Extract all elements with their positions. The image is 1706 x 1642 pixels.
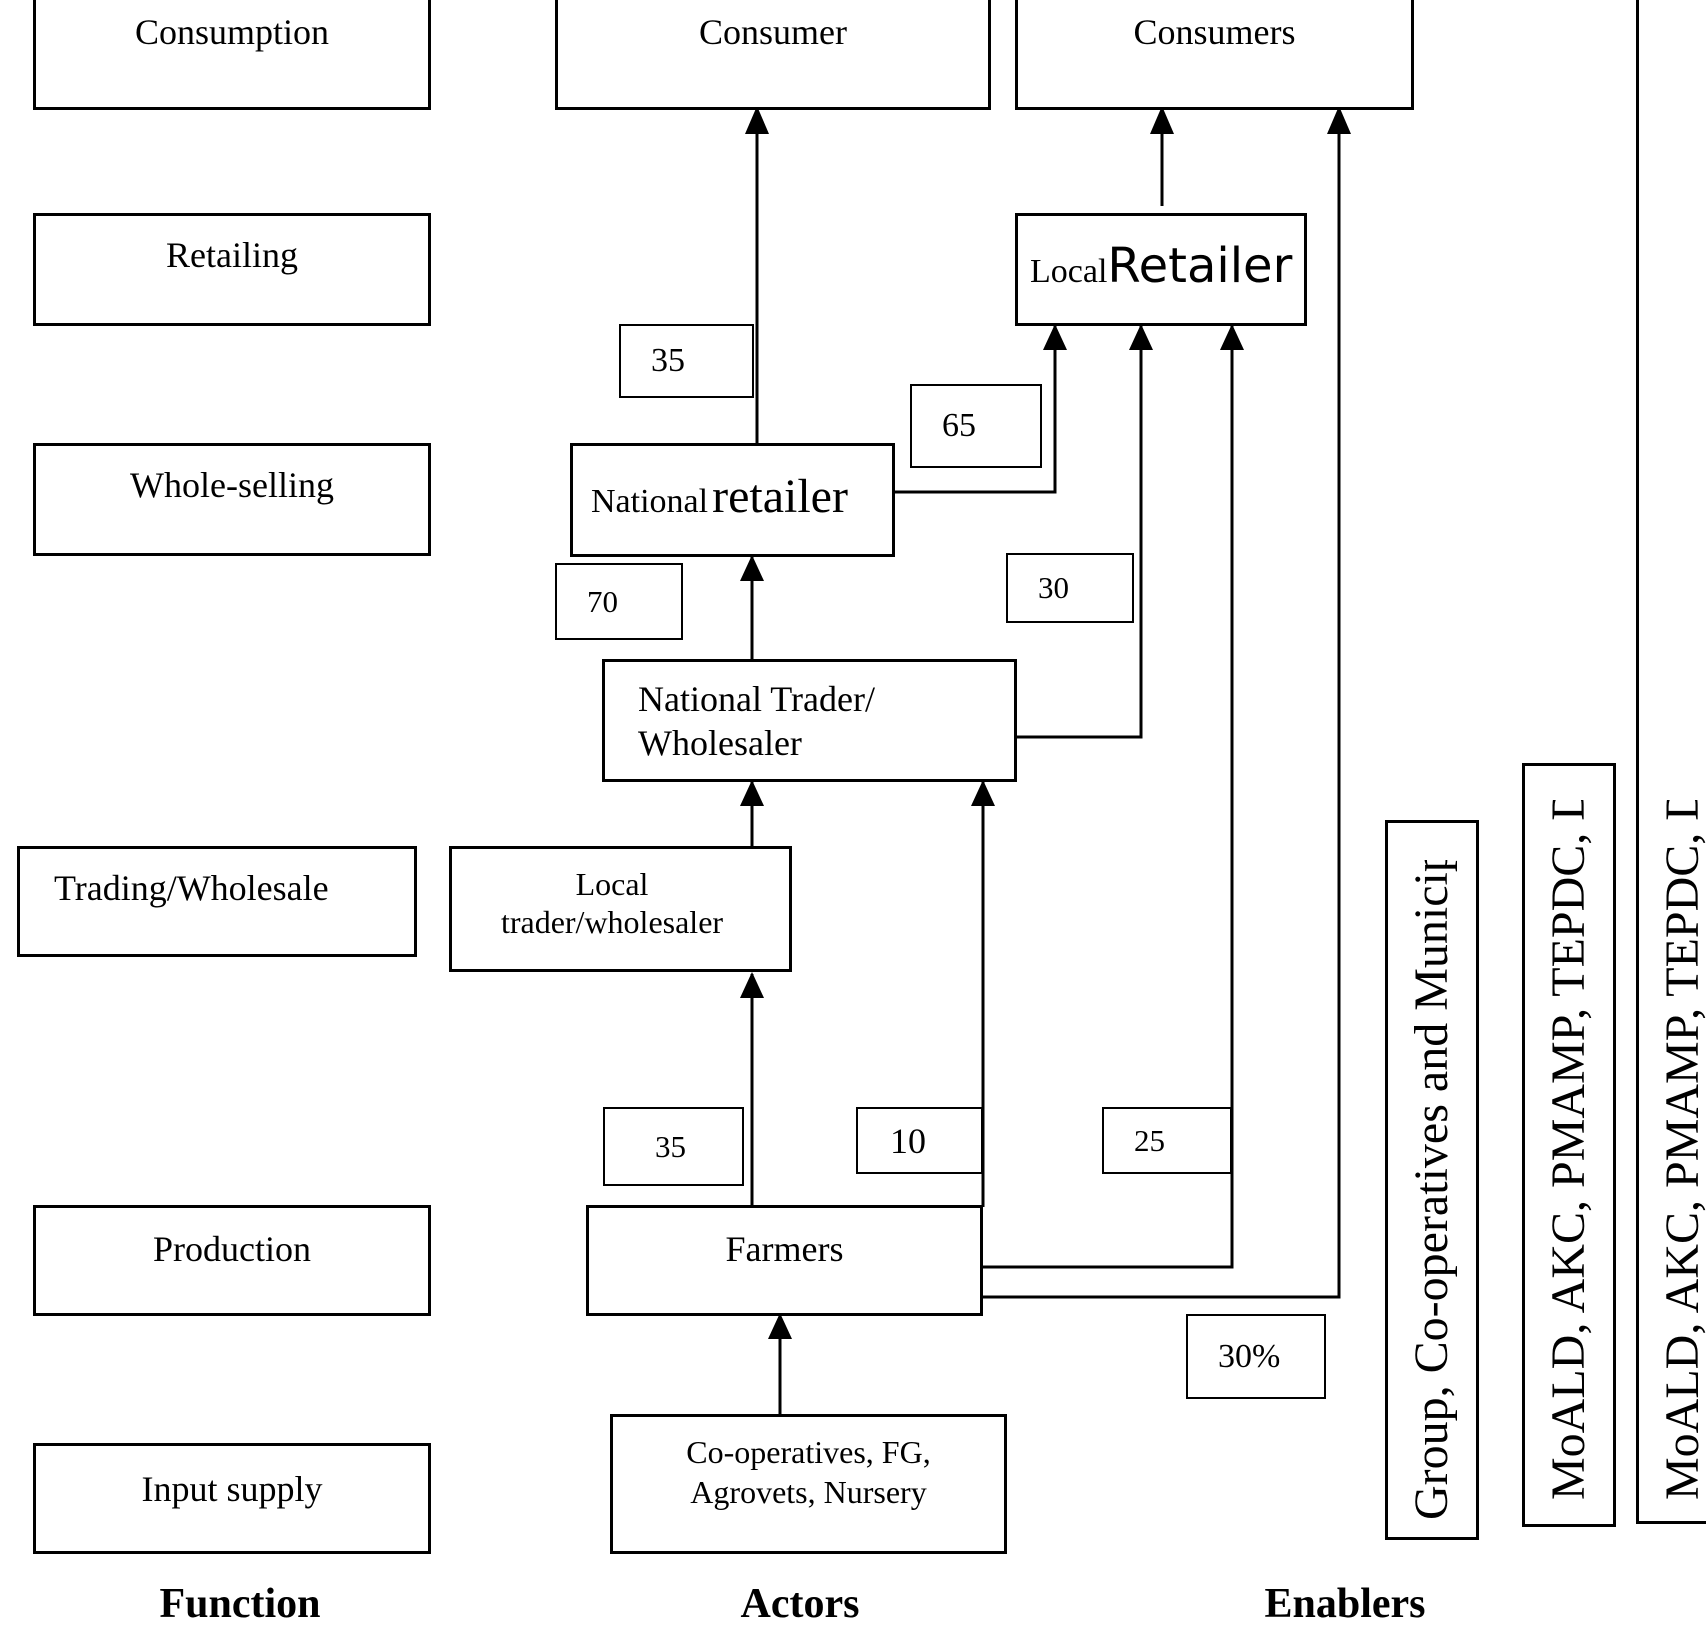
- actor-local-trader-box: Local trader/wholesaler: [449, 846, 792, 972]
- flow-farmers-to-nattrader: 10: [856, 1107, 983, 1174]
- function-trading-label: Trading/Wholesale: [54, 868, 329, 908]
- arrow-farmers-to-localret: [983, 326, 1234, 1269]
- enabler-right-label: MoALD, AKC, PMAMP, TEPDC, DCC: [1656, 800, 1706, 1500]
- enabler-right-box: [1636, 0, 1706, 1524]
- arrowhead-natret: [740, 555, 764, 581]
- actor-input-supply-box: Co-operatives, FG, Agrovets, Nursery: [610, 1414, 1007, 1554]
- national-trader-line1: National Trader/: [638, 679, 875, 719]
- function-trading-box: Trading/Wholesale: [17, 846, 417, 957]
- flow-natret-to-localret: 65: [910, 384, 1042, 468]
- arrowhead-consumers-b: [1327, 106, 1351, 134]
- function-production-label: Production: [153, 1229, 311, 1269]
- footer-actors: Actors: [740, 1581, 860, 1627]
- enabler-group-clip: Group, Co-operatives and Municipality: [1388, 860, 1476, 1520]
- arrowhead-nattrader-b: [971, 780, 995, 806]
- flow-natret-to-consumer: 35: [619, 324, 754, 398]
- footer-function: Function: [159, 1581, 321, 1627]
- function-consumption-box: Consumption: [33, 0, 431, 110]
- local-trader-line2: trader/wholesaler: [500, 904, 724, 940]
- enabler-mid-box: [1522, 763, 1616, 1527]
- actor-national-trader-box: National Trader/ Wholesaler: [602, 659, 1017, 782]
- footer-enablers: Enablers: [1264, 1581, 1426, 1627]
- function-production-box: Production: [33, 1205, 431, 1316]
- function-input-supply-label: Input supply: [141, 1469, 323, 1509]
- local-trader-line1: Local: [575, 866, 649, 902]
- input-supply-line1: Co-operatives, FG,: [686, 1434, 931, 1470]
- arrowhead-localret-c: [1220, 324, 1244, 350]
- enabler-group-box: [1385, 820, 1479, 1540]
- actor-consumer-label: Consumer: [699, 12, 847, 52]
- function-input-supply-box: Input supply: [33, 1443, 431, 1554]
- flow-farmers-to-localtrader: 35: [603, 1107, 744, 1186]
- actor-consumers-box: Consumers: [1015, 0, 1414, 110]
- national-retailer-prefix: National: [591, 483, 709, 520]
- arrowhead-farmers: [768, 1313, 792, 1339]
- actor-farmers-label: Farmers: [725, 1229, 844, 1269]
- enabler-mid-clip: MoALD, AKC, PMAMP, TEPDC, DCC: [1525, 800, 1613, 1500]
- arrowhead-localret-a: [1043, 324, 1067, 350]
- actor-consumers-label: Consumers: [1133, 12, 1296, 52]
- function-whole-selling-box: Whole-selling: [33, 443, 431, 556]
- arrowhead-consumers-a: [1150, 106, 1174, 134]
- arrow-natret-to-localret: [895, 326, 1057, 494]
- flow-trader-to-natret: 70: [555, 563, 683, 640]
- flow-farmers-to-localret: 25: [1102, 1107, 1232, 1174]
- function-retailing-box: Retailing: [33, 213, 431, 326]
- function-consumption-label: Consumption: [134, 12, 330, 52]
- local-retailer-main: Retailer: [1107, 238, 1293, 294]
- actor-farmers-box: Farmers: [586, 1205, 983, 1316]
- arrow-nattrader-to-localret: [1017, 326, 1143, 739]
- actor-consumer-box: Consumer: [555, 0, 991, 110]
- actor-local-retailer-box: LocalRetailer: [1015, 213, 1307, 326]
- arrowhead-localret-b: [1129, 324, 1153, 350]
- arrowhead-localtrader: [740, 972, 764, 998]
- arrowhead-consumer: [745, 106, 769, 134]
- actor-national-retailer-box: National retailer: [570, 443, 895, 557]
- national-retailer-main: retailer: [712, 470, 848, 523]
- input-supply-line2: Agrovets, Nursery: [690, 1474, 927, 1510]
- arrow-farmers-to-consumers: [983, 110, 1341, 1299]
- enabler-mid-label: MoALD, AKC, PMAMP, TEPDC, DCC: [1542, 800, 1595, 1500]
- actor-local-retailer-label: LocalRetailer: [1030, 238, 1292, 296]
- actor-national-retailer-label: National retailer: [591, 468, 848, 526]
- flow-farmers-to-consumers: 30%: [1186, 1314, 1326, 1399]
- flow-trader-to-localret: 30: [1006, 553, 1134, 623]
- national-trader-line2: Wholesaler: [638, 723, 802, 763]
- function-retailing-label: Retailing: [166, 235, 298, 275]
- arrowhead-nattrader-a: [740, 780, 764, 806]
- local-retailer-prefix: Local: [1030, 253, 1108, 290]
- enabler-right-clip: MoALD, AKC, PMAMP, TEPDC, DCC: [1639, 800, 1706, 1500]
- enabler-group-label: Group, Co-operatives and Municipality: [1405, 860, 1458, 1520]
- function-whole-selling-label: Whole-selling: [130, 465, 334, 505]
